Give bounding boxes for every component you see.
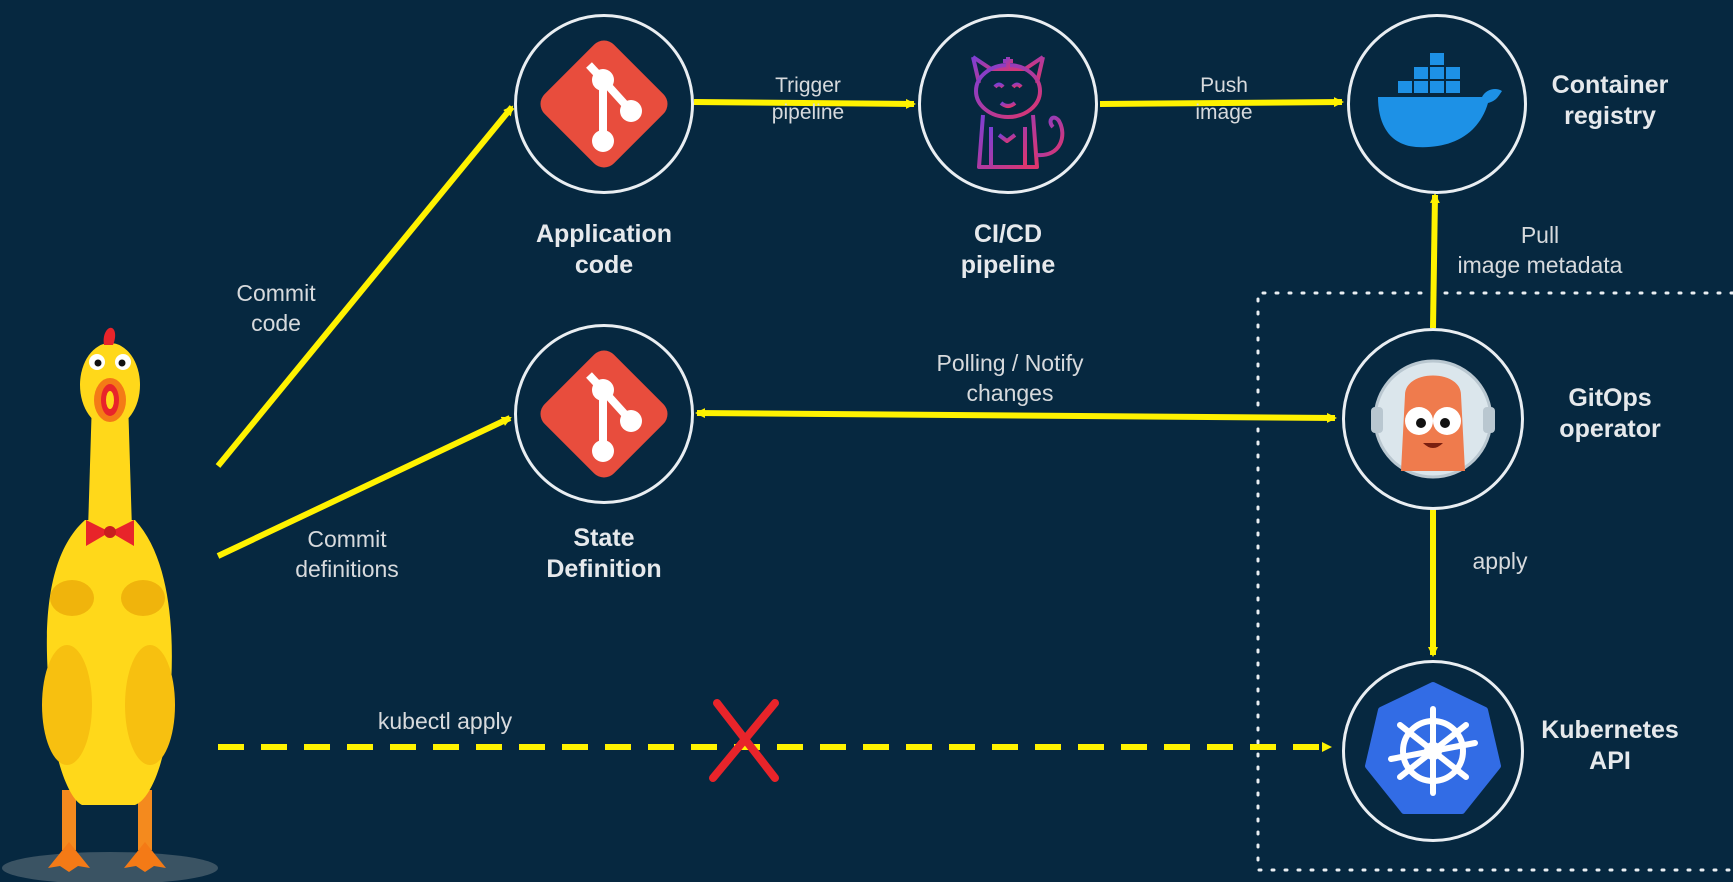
container-registry-node <box>1347 14 1527 194</box>
kubernetes-api-node <box>1342 660 1524 842</box>
pull-line1: Pull <box>1520 222 1560 248</box>
commit-code-label: Commit code <box>216 278 336 338</box>
pull-line2: image metadata <box>1457 252 1623 278</box>
kubernetes-helm-icon <box>1365 682 1501 814</box>
registry-label-line2: registry <box>1564 102 1656 130</box>
state-definition-label-line2: Definition <box>546 555 662 583</box>
trigger-line2: pipeline <box>771 101 845 124</box>
git-icon <box>540 40 668 168</box>
rubber-chicken-icon <box>2 327 218 882</box>
cicd-label-line1: CI/CD <box>973 220 1043 248</box>
commit-definitions-line1: Commit <box>307 526 387 552</box>
pull-metadata-label: Pull image metadata <box>1440 220 1640 280</box>
kubectl-line1: kubectl apply <box>377 708 513 734</box>
state-definition-label: State Definition <box>514 523 694 585</box>
polling-label: Polling / Notify changes <box>910 348 1110 408</box>
push-image-label: Push image <box>1164 72 1284 126</box>
polling-line1: Polling / Notify <box>936 350 1084 376</box>
push-line2: image <box>1195 101 1253 124</box>
arrow-pull-metadata <box>1429 193 1440 329</box>
trigger-line1: Trigger <box>775 74 841 97</box>
apply-line1: apply <box>1472 548 1528 574</box>
commit-code-line1: Commit <box>236 280 316 306</box>
arrow-trigger-pipeline <box>693 98 916 109</box>
k8s-label: Kubernetes API <box>1530 715 1690 777</box>
commit-definitions-line2: definitions <box>295 556 399 582</box>
state-definition-label-line1: State <box>573 524 635 552</box>
gitops-operator-node <box>1342 328 1524 510</box>
registry-label-line1: Container <box>1551 71 1669 99</box>
registry-label: Container registry <box>1530 70 1690 132</box>
cicd-node <box>918 14 1098 194</box>
polling-line2: changes <box>966 380 1054 406</box>
push-line1: Push <box>1200 74 1248 97</box>
gitops-label: GitOps operator <box>1530 383 1690 445</box>
arrow-commit-definitions <box>216 415 512 559</box>
commit-definitions-label: Commit definitions <box>272 524 422 584</box>
cluster-boundary <box>1256 291 1733 872</box>
argo-octopus-icon <box>1371 359 1495 479</box>
kubectl-apply-label: kubectl apply <box>340 706 550 736</box>
k8s-label-line1: Kubernetes <box>1541 716 1679 744</box>
arrow-polling <box>695 408 1337 423</box>
app-code-label-line1: Application <box>535 220 673 248</box>
app-code-label-line2: code <box>574 251 634 279</box>
state-definition-node <box>514 324 694 504</box>
trigger-pipeline-label: Trigger pipeline <box>748 72 868 126</box>
gitops-label-line2: operator <box>1559 415 1661 443</box>
commit-code-line2: code <box>251 310 301 336</box>
cicd-label: CI/CD pipeline <box>918 219 1098 281</box>
apply-label: apply <box>1450 546 1550 576</box>
red-x-icon <box>709 699 779 782</box>
k8s-label-line2: API <box>1589 747 1631 775</box>
arrow-push-image <box>1099 97 1344 108</box>
gitops-label-line1: GitOps <box>1568 384 1652 412</box>
git-icon <box>540 350 668 478</box>
docker-whale-icon <box>1378 53 1502 148</box>
cicd-label-line2: pipeline <box>960 251 1056 279</box>
app-code-label: Application code <box>514 219 694 281</box>
arrow-commit-code <box>215 105 515 468</box>
app-code-node <box>514 14 694 194</box>
tekton-cat-icon <box>971 55 1065 169</box>
